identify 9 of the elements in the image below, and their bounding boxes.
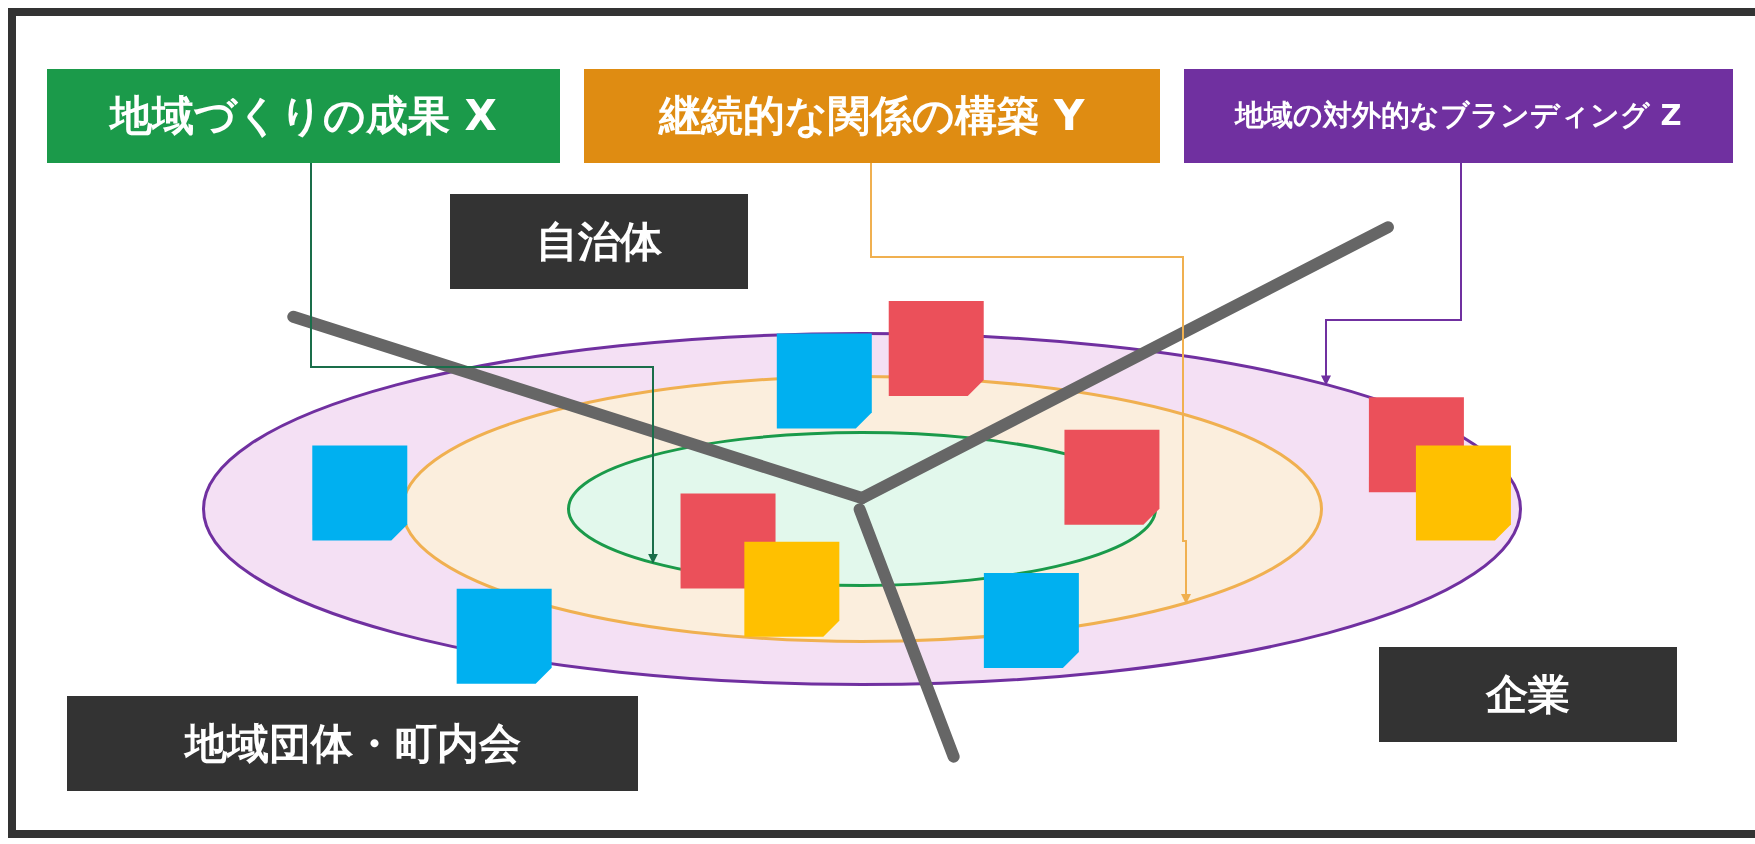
outcome-box: 地域づくりの成果 X xyxy=(47,69,560,163)
leader-arrow xyxy=(310,162,658,564)
stakeholder-label: 自治体 xyxy=(450,194,748,289)
leader-arrow xyxy=(870,162,1191,604)
stakeholder-label: 地域団体・町内会 xyxy=(67,696,638,791)
leader-arrow xyxy=(1321,162,1462,386)
stakeholder-label: 企業 xyxy=(1379,647,1677,742)
outcome-box: 地域の対外的なブランディング Z xyxy=(1184,69,1733,163)
outcome-box: 継続的な関係の構築 Y xyxy=(584,69,1160,163)
